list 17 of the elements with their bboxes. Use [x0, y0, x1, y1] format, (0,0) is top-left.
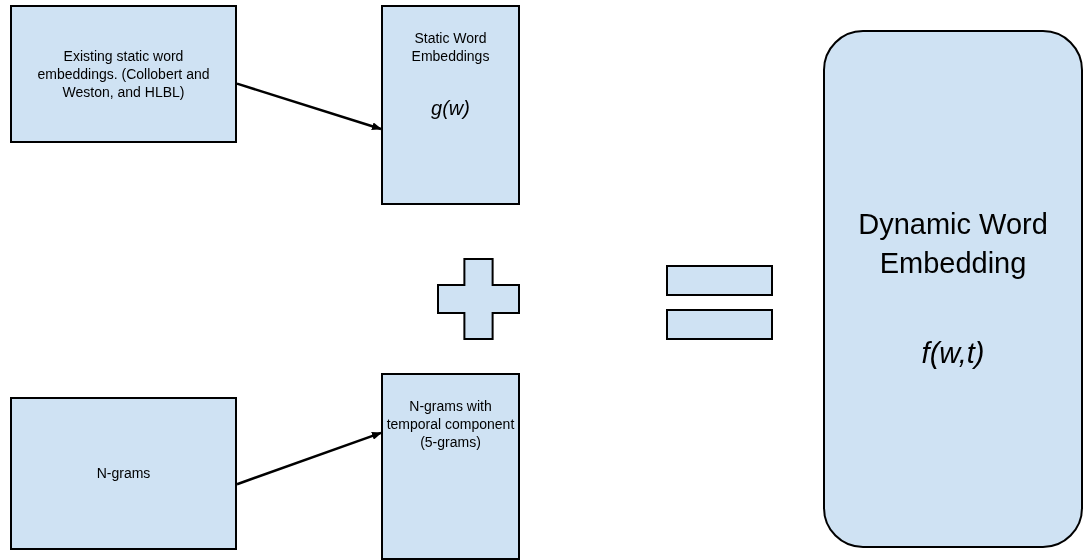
- formula: g(w): [431, 96, 470, 122]
- box-text: N-grams: [96, 464, 151, 483]
- arrow: [236, 82, 382, 131]
- result-box: [823, 30, 1083, 548]
- equals-bar: [666, 265, 773, 296]
- process-box: [10, 397, 237, 550]
- process-box: [10, 5, 237, 143]
- box-text: Existing static word embeddings. (Collobert and Weston, and HLBL): [36, 46, 211, 102]
- box-title: Dynamic Word Embedding: [857, 207, 1049, 282]
- process-box: [381, 373, 520, 560]
- process-box: [381, 5, 520, 205]
- formula: f(w,t): [921, 335, 985, 371]
- equals-bar: [666, 309, 773, 340]
- arrow: [236, 431, 382, 486]
- box-text: N-grams with temporal component (5-grams): [385, 397, 516, 452]
- plus-sign: [437, 258, 520, 340]
- box-text: Static Word Embeddings: [410, 29, 491, 66]
